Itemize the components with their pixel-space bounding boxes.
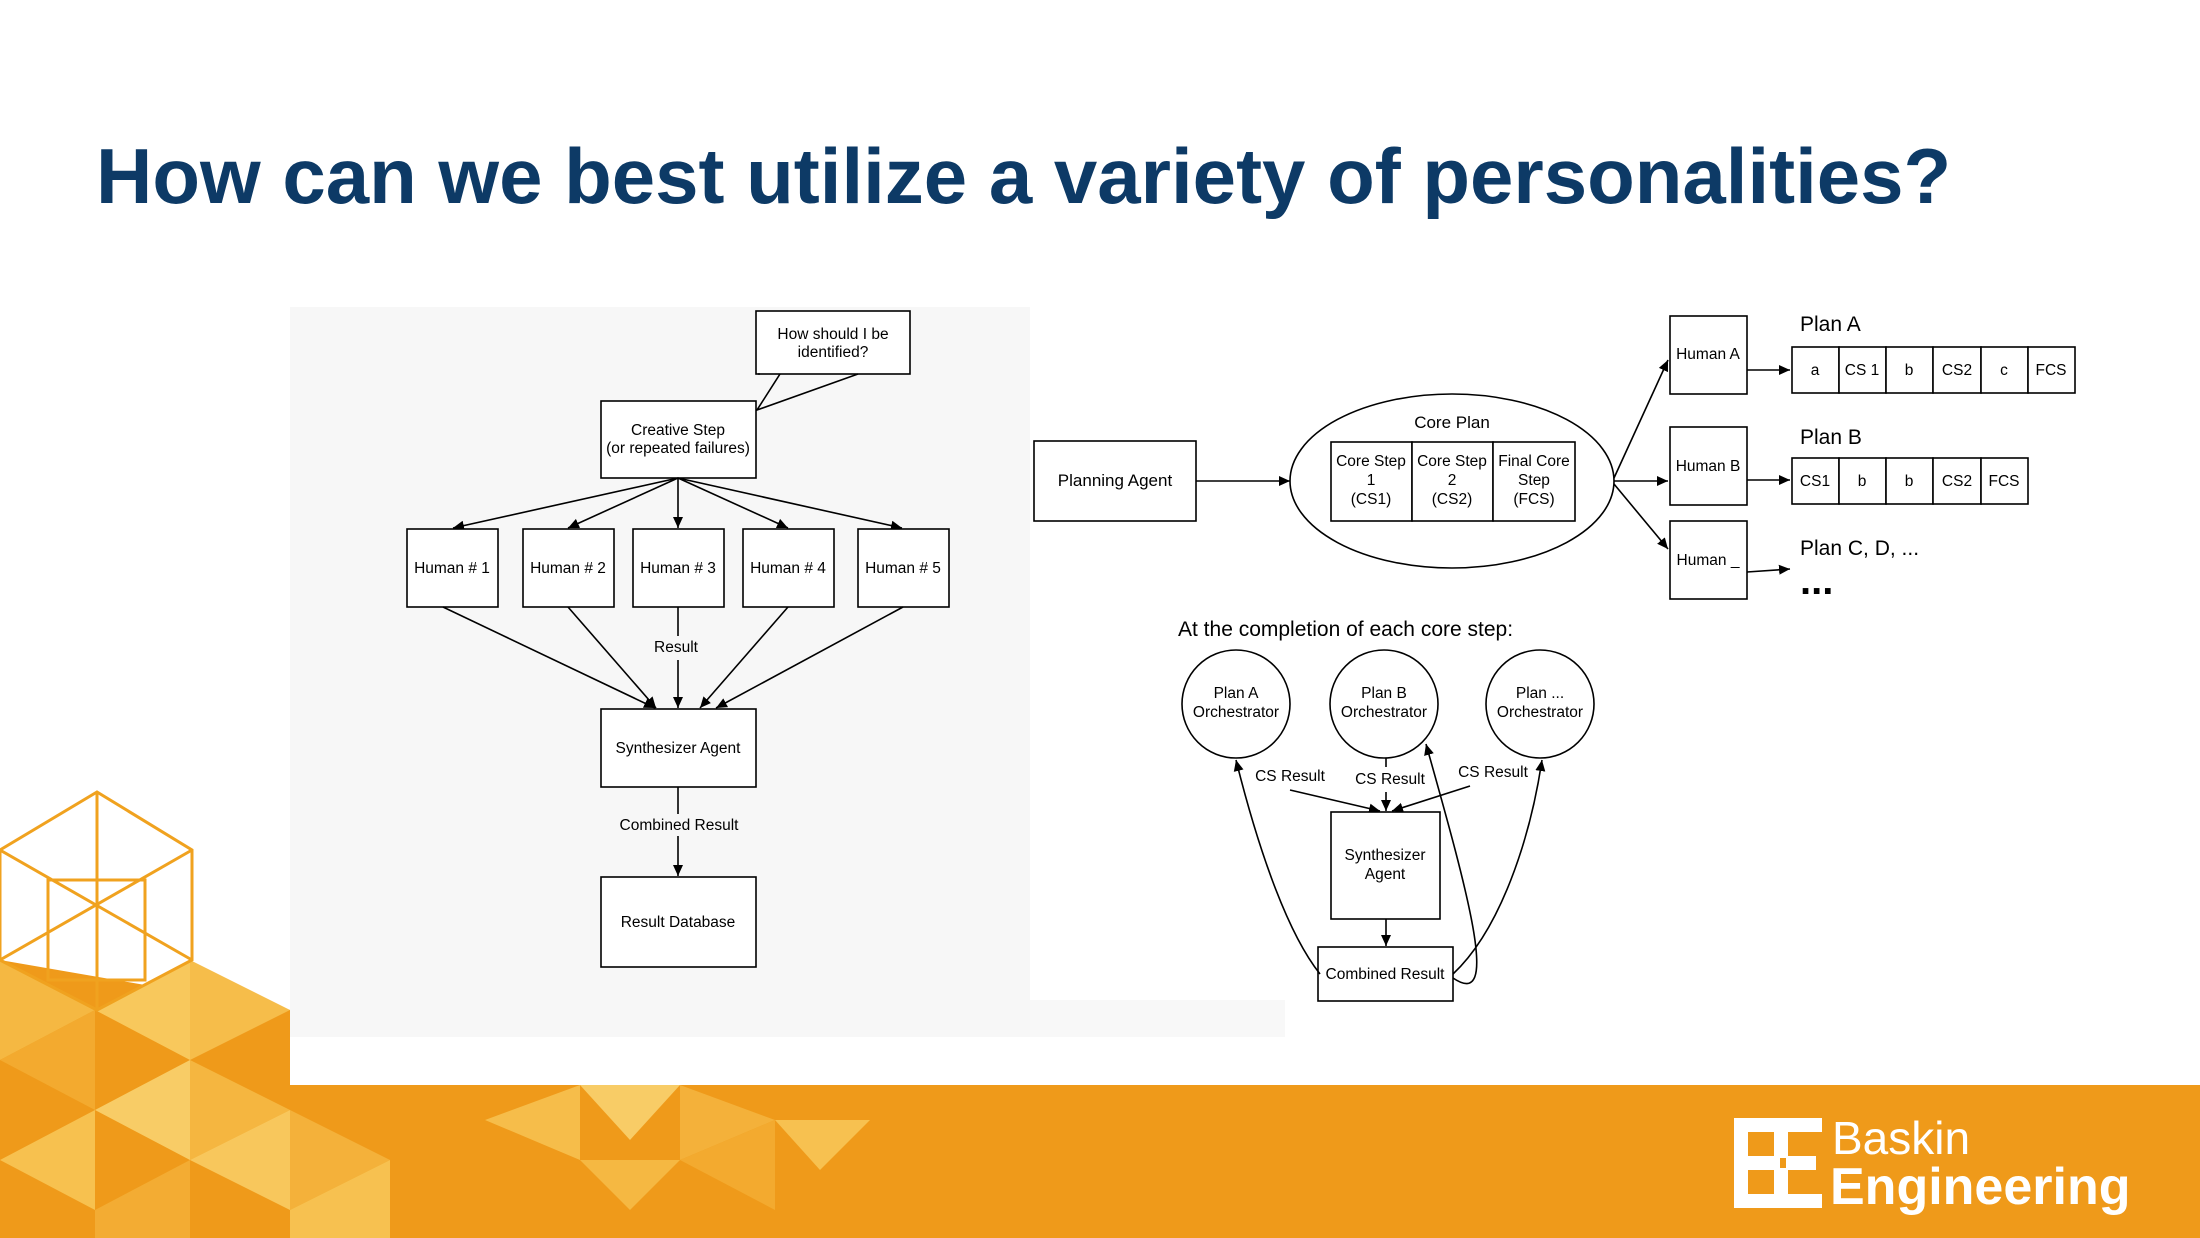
human-label-5: Human # 5 [865, 560, 941, 577]
plan-a-cell-1: a [1811, 362, 1820, 379]
human-box-5: Human # 5 [857, 528, 950, 608]
planning-agent-label: Planning Agent [1058, 471, 1173, 490]
orchestrator-a-line-1: Plan A [1214, 685, 1259, 702]
plan-b-cell-2: b [1858, 473, 1867, 490]
plan-a-cell-6: FCS [2036, 362, 2067, 379]
human-a-box: Human A [1669, 315, 1748, 395]
be-logo-icon [1734, 1118, 1822, 1208]
left-flow-diagram: How should I be identified? Creative Ste… [406, 310, 950, 968]
human-label-4: Human # 4 [750, 560, 826, 577]
human-label-2: Human # 2 [530, 560, 606, 577]
orchestrator-b-line-1: Plan B [1361, 685, 1407, 702]
combined-result-edge-label: Combined Result [620, 817, 740, 834]
plan-a-row: Plan A a CS 1 b CS2 c FCS [1791, 313, 2076, 394]
plan-a-orchestrator: Plan A Orchestrator [1181, 649, 1291, 759]
plan-b-orchestrator: Plan B Orchestrator [1329, 649, 1439, 759]
core-plan-title: Core Plan [1414, 413, 1490, 432]
synthesizer-line-1: Synthesizer [1345, 847, 1426, 864]
planning-agent-box: Planning Agent [1033, 440, 1197, 522]
callout-line-1: How should I be [777, 326, 888, 343]
core-plan-ellipse: Core Plan Core Step 1 (CS1) Core Step 2 … [1289, 393, 1615, 569]
identity-callout: How should I be identified? [755, 310, 911, 412]
core-step-3-line-3: (FCS) [1513, 491, 1554, 508]
human-blank-box: Human _ [1669, 520, 1748, 600]
baskin-engineering-logo: Baskin Engineering [1734, 1112, 2134, 1222]
completion-heading: At the completion of each core step: [1178, 618, 1513, 641]
core-step-3-line-2: Step [1518, 472, 1550, 489]
plan-more-ellipsis: ... [1800, 559, 1833, 603]
human-label-3: Human # 3 [640, 560, 716, 577]
result-database-box: Result Database [600, 876, 757, 968]
combined-result-label: Combined Result [1326, 966, 1446, 983]
logo-engineering-text: Engineering [1830, 1158, 2131, 1216]
human-box-4: Human # 4 [742, 528, 835, 608]
human-box-2: Human # 2 [522, 528, 615, 608]
logo-baskin-text: Baskin [1832, 1112, 1971, 1164]
human-b-label: Human B [1676, 458, 1741, 475]
creative-step-box: Creative Step (or repeated failures) [600, 400, 757, 479]
core-step-2-line-1: Core Step [1417, 453, 1487, 470]
human-a-label: Human A [1676, 346, 1740, 363]
cs-result-label-b: CS Result [1355, 771, 1425, 788]
creative-step-line-2: (or repeated failures) [606, 440, 750, 457]
callout-line-2: identified? [798, 344, 869, 361]
plan-b-cell-4: CS2 [1942, 473, 1972, 490]
plan-b-cell-1: CS1 [1800, 473, 1830, 490]
orchestrator-more-line-1: Plan ... [1516, 685, 1564, 702]
plan-a-cell-5: c [2000, 362, 2008, 379]
creative-step-line-1: Creative Step [631, 422, 725, 439]
plan-b-cell-5: FCS [1989, 473, 2020, 490]
human-b-box: Human B [1669, 426, 1748, 506]
plan-more-row: Plan C, D, ... ... [1800, 537, 1919, 603]
core-step-1-line-1: Core Step [1336, 453, 1406, 470]
human-box-3: Human # 3 [632, 528, 725, 608]
orchestrator-b-line-2: Orchestrator [1341, 704, 1427, 721]
core-step-1-line-2: 1 [1367, 472, 1376, 489]
result-database-label: Result Database [621, 914, 736, 931]
core-step-3-line-1: Final Core [1498, 453, 1570, 470]
core-step-2-line-3: (CS2) [1432, 491, 1472, 508]
cs-result-label-a: CS Result [1255, 768, 1325, 785]
human-box-1: Human # 1 [406, 528, 499, 608]
left-triangle-pattern [0, 960, 390, 1238]
plan-a-cell-2: CS 1 [1845, 362, 1879, 379]
core-step-1-line-3: (CS1) [1351, 491, 1391, 508]
plan-a-cell-3: b [1905, 362, 1914, 379]
synthesizer-box: Synthesizer Agent [600, 708, 757, 788]
plan-more-title: Plan C, D, ... [1800, 537, 1919, 560]
left-diagram-background-extension [1030, 1000, 1285, 1037]
plan-b-cell-3: b [1905, 473, 1914, 490]
human-blank-label: Human _ [1677, 552, 1740, 569]
plan-a-title: Plan A [1800, 313, 1861, 336]
plan-b-row: Plan B CS1 b b CS2 FCS [1791, 426, 2029, 505]
combined-result-box: Combined Result [1317, 946, 1454, 1002]
synthesizer-label: Synthesizer Agent [616, 740, 742, 757]
synthesizer-line-2: Agent [1365, 866, 1406, 883]
center-triangle-pattern [485, 1085, 870, 1210]
orchestrator-a-line-2: Orchestrator [1193, 704, 1279, 721]
human-label-1: Human # 1 [414, 560, 490, 577]
plan-more-orchestrator: Plan ... Orchestrator [1485, 649, 1595, 759]
cs-result-label-more: CS Result [1458, 764, 1528, 781]
slide-title: How can we best utilize a variety of per… [96, 132, 1952, 220]
right-flow-diagram: Planning Agent Core Plan Core Step 1 (CS… [1033, 313, 2076, 1002]
result-edge-label: Result [654, 639, 699, 656]
orchestrator-more-line-2: Orchestrator [1497, 704, 1583, 721]
synthesizer-agent-box: Synthesizer Agent [1330, 811, 1441, 920]
cube-outline [0, 790, 194, 1012]
plan-b-title: Plan B [1800, 426, 1862, 449]
core-step-2-line-2: 2 [1448, 472, 1457, 489]
plan-a-cell-4: CS2 [1942, 362, 1972, 379]
